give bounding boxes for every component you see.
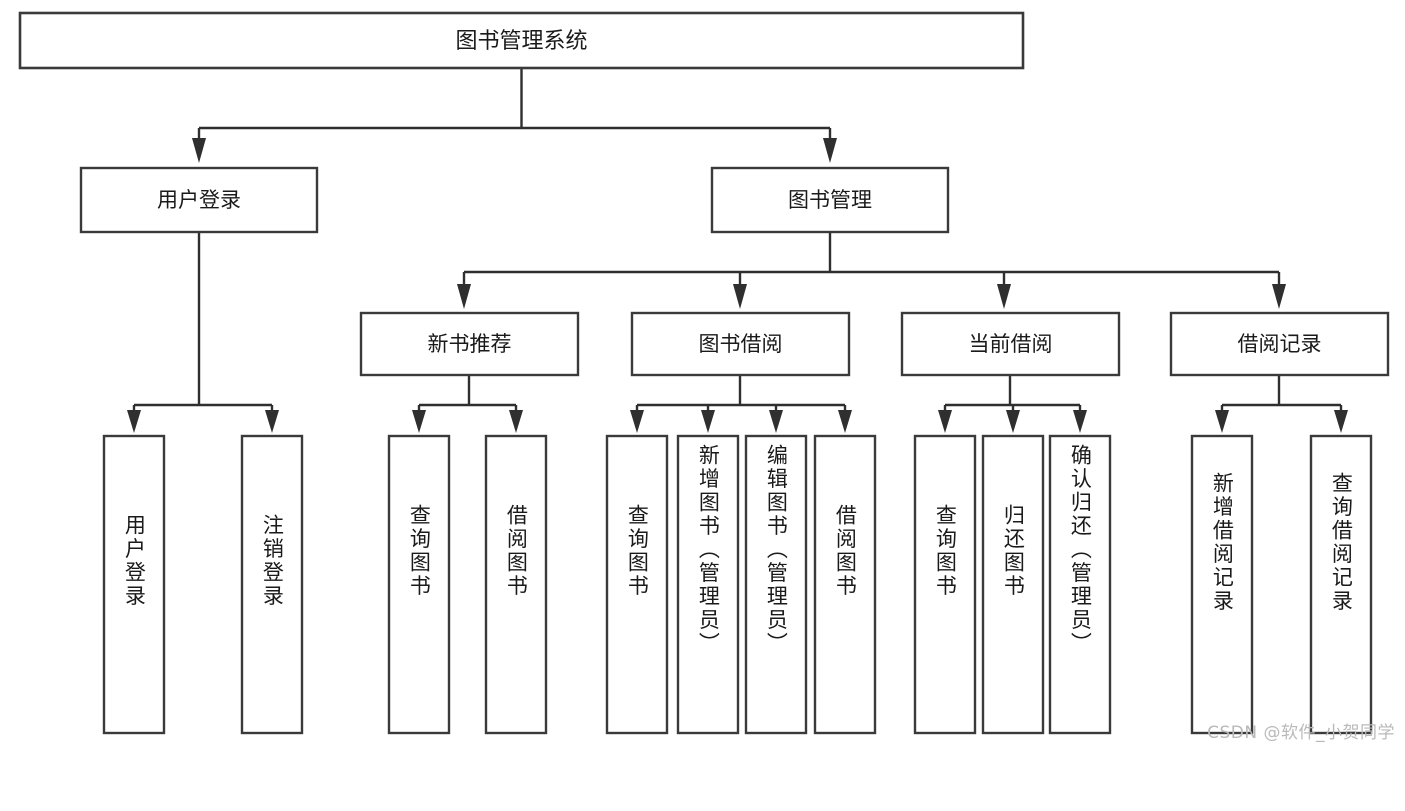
arrow-head-user-login-leaf	[127, 410, 141, 433]
arrow-head-current-confirm-return	[1073, 410, 1087, 433]
arrow-head-current-return-book	[1006, 410, 1020, 433]
node-new-book-recommend-box[interactable]	[359, 311, 580, 377]
arrow-head-current-query-book	[938, 410, 952, 433]
leaf-box-group	[102, 434, 1373, 735]
node-borrow-record-label: 借阅记录	[1238, 332, 1322, 356]
csdn-watermark: CSDN @软件_小贺同学	[1207, 723, 1395, 743]
node-user-login[interactable]: 用户登录	[79, 166, 319, 234]
leaf-box-user-logout-leaf[interactable]	[240, 434, 304, 735]
arrow-head-book-borrow	[733, 284, 747, 309]
node-book-borrow-label: 图书借阅	[699, 332, 783, 356]
leaf-box-recommend-query-book[interactable]	[387, 434, 451, 735]
arrow-head-borrow-edit-book	[769, 410, 783, 433]
arrow-head-record-add	[1215, 410, 1229, 433]
leaf-box-current-confirm-return[interactable]	[1048, 434, 1112, 735]
leaf-box-current-return-book[interactable]	[981, 434, 1045, 735]
connector-group-current-borrow	[938, 375, 1087, 433]
leaf-box-borrow-add-book[interactable]	[676, 434, 740, 735]
arrow-head-new-book-recommend	[457, 284, 471, 309]
arrow-head-borrow-record	[1272, 284, 1286, 309]
node-root-label: 图书管理系统	[455, 29, 587, 54]
arrow-head-book-management	[823, 138, 837, 163]
node-root[interactable]: 图书管理系统	[18, 11, 1025, 70]
arrow-head-borrow-add-book	[701, 410, 715, 433]
leaf-box-record-query[interactable]	[1309, 434, 1373, 735]
connector-group-new-book-recommend	[412, 375, 523, 433]
node-current-borrow[interactable]: 当前借阅	[900, 311, 1121, 377]
node-user-login-box[interactable]	[79, 166, 319, 234]
arrow-head-record-query	[1334, 410, 1348, 433]
connector-group-user-login	[127, 232, 279, 433]
node-root-box[interactable]	[18, 11, 1025, 70]
node-book-management[interactable]: 图书管理	[710, 166, 950, 234]
leaf-box-record-add[interactable]	[1190, 434, 1254, 735]
diagram-canvas-root: 图书管理系统 用户登录 图书管理 新书推荐 图书借阅 当前借阅 借阅记录	[18, 11, 1395, 743]
connector-group-root	[192, 68, 837, 163]
node-new-book-recommend[interactable]: 新书推荐	[359, 311, 580, 377]
leaf-box-borrow-edit-book[interactable]	[744, 434, 808, 735]
arrow-head-borrow-query-book	[630, 410, 644, 433]
arrow-head-borrow-borrow-book	[838, 410, 852, 433]
arrow-head-user-logout-leaf	[265, 410, 279, 433]
node-book-borrow-box[interactable]	[630, 311, 851, 377]
node-book-management-box[interactable]	[710, 166, 950, 234]
arrow-head-recommend-query-book	[412, 410, 426, 433]
node-book-borrow[interactable]: 图书借阅	[630, 311, 851, 377]
arrow-head-user-login	[192, 138, 206, 163]
node-current-borrow-box[interactable]	[900, 311, 1121, 377]
connector-group-book-management	[457, 232, 1286, 309]
connector-group-borrow-record	[1215, 375, 1348, 433]
connector-group-book-borrow	[630, 375, 852, 433]
arrow-head-current-borrow	[997, 284, 1011, 309]
leaf-box-borrow-borrow-book[interactable]	[813, 434, 877, 735]
hierarchy-diagram: 图书管理系统 用户登录 图书管理 新书推荐 图书借阅 当前借阅 借阅记录	[18, 11, 1390, 735]
node-new-book-recommend-label: 新书推荐	[428, 332, 512, 356]
leaf-box-borrow-query-book[interactable]	[605, 434, 669, 735]
node-borrow-record-box[interactable]	[1169, 311, 1390, 377]
leaf-box-recommend-borrow-book[interactable]	[484, 434, 548, 735]
node-current-borrow-label: 当前借阅	[969, 332, 1053, 356]
node-book-management-label: 图书管理	[788, 188, 872, 212]
leaf-box-current-query-book[interactable]	[913, 434, 977, 735]
leaf-box-user-login-leaf[interactable]	[102, 434, 166, 735]
node-borrow-record[interactable]: 借阅记录	[1169, 311, 1390, 377]
arrow-head-recommend-borrow-book	[509, 410, 523, 433]
node-user-login-label: 用户登录	[157, 188, 241, 212]
